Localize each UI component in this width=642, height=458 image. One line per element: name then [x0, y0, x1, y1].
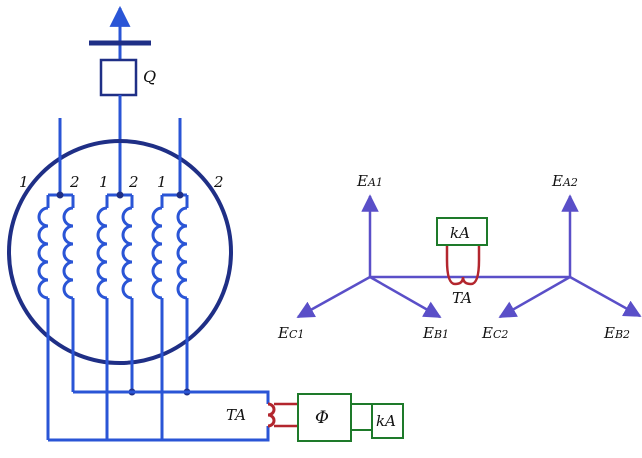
vector-eb2: [569, 275, 642, 318]
breaker-box: [99, 58, 138, 97]
label-eb1: EB1: [422, 324, 449, 342]
phasor-ct-coil: [445, 259, 481, 286]
generator-relay-box: [371, 403, 404, 439]
phasor-relay-label: kA: [450, 224, 470, 242]
vector-eb1: [369, 275, 442, 319]
filter-relay-wires: [351, 403, 372, 431]
winding-label-2c: 2: [213, 173, 224, 191]
label-ec1: EC1: [277, 324, 304, 342]
bus-and-breaker: Q: [89, 5, 156, 195]
generator-ct-coil: [267, 402, 276, 428]
winding-label-2a: 2: [69, 173, 80, 191]
vector-ec2: [498, 275, 571, 319]
breaker-label: Q: [143, 67, 156, 86]
phasor-ct-label: TA: [452, 289, 472, 307]
junction-dot: [176, 191, 184, 199]
phase-c-winding: [151, 193, 189, 440]
neutral-bus-upper: [73, 390, 270, 404]
phase-leads: [58, 118, 182, 195]
stator-windings: [37, 193, 189, 440]
winding-labels: 1 2 1 2 1 2: [19, 173, 224, 191]
stator-circle: [7, 139, 233, 365]
generator-ct: TA: [226, 402, 298, 428]
winding-label-1a: 1: [19, 173, 29, 191]
phasor-diagram: EA1 EB1 EC1 EA2 EB2 EC2 kA TA: [277, 172, 642, 342]
neutral-bus-lower: [48, 426, 270, 442]
filter-label: Φ: [315, 408, 329, 428]
phasor-relay-box: [436, 217, 488, 246]
neutral-wiring: [48, 390, 270, 442]
label-ea1: EA1: [356, 172, 383, 190]
filter-box: [297, 393, 352, 442]
junction-dot: [56, 191, 64, 199]
vector-ec1: [296, 275, 371, 319]
label-ea2: EA2: [551, 172, 578, 190]
label-ec2: EC2: [481, 324, 508, 342]
winding-label-1b: 1: [99, 173, 109, 191]
generator-ct-label: TA: [226, 406, 246, 424]
winding-label-2b: 2: [128, 173, 139, 191]
phase-a-winding: [37, 193, 75, 440]
generator-relay-label: kA: [376, 412, 396, 430]
label-eb2: EB2: [603, 324, 630, 342]
winding-label-1c: 1: [157, 173, 167, 191]
junction-dot: [116, 191, 124, 199]
phase-b-winding: [96, 193, 134, 440]
